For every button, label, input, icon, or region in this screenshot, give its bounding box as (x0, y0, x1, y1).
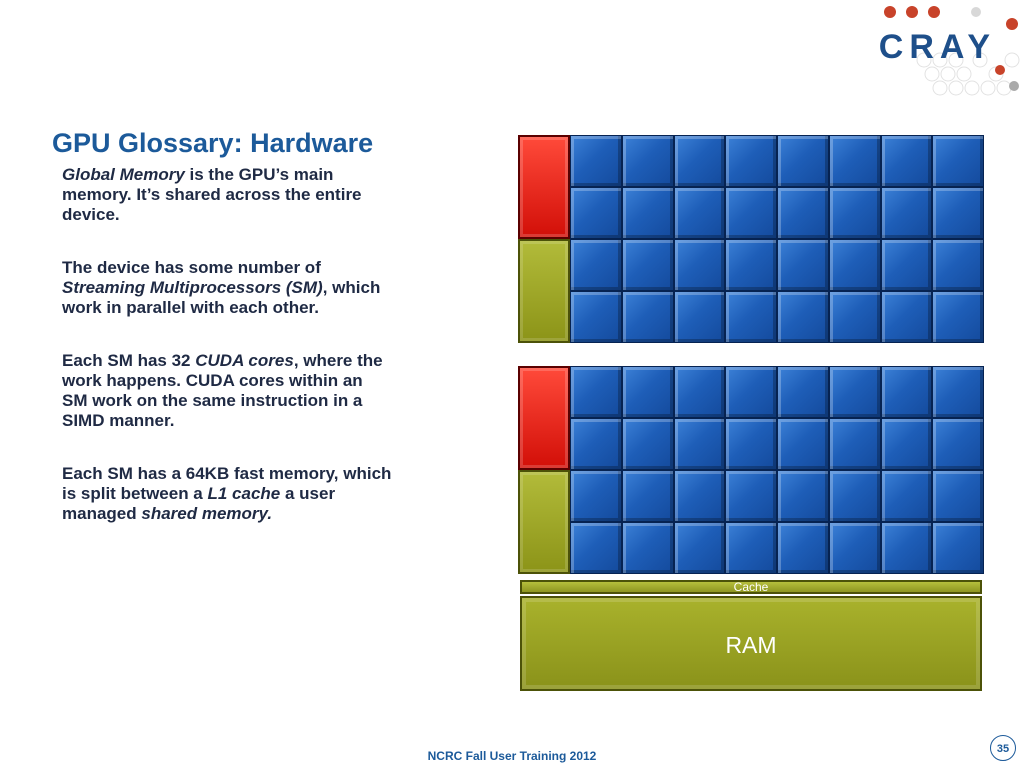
sm-memory-column (518, 135, 570, 343)
cuda-core-grid (570, 366, 984, 574)
cuda-core (828, 239, 881, 291)
cuda-core (932, 135, 984, 187)
cuda-core (777, 135, 829, 187)
cray-logo: CRAY (879, 30, 996, 64)
cuda-core (621, 366, 674, 418)
cuda-core (828, 135, 881, 187)
cuda-core (725, 522, 777, 574)
cuda-core (673, 239, 726, 291)
paragraph-text: is the GPU’s main memory. It’s shared ac… (62, 165, 362, 224)
cuda-core (880, 522, 933, 574)
term-l1-cache: L1 cache (207, 484, 281, 503)
cuda-core (932, 366, 984, 418)
paragraph-cuda-cores: Each SM has 32 CUDA cores, where the wor… (62, 351, 392, 431)
cuda-core (828, 418, 881, 470)
cuda-core (777, 470, 829, 522)
paragraph-text: Each SM has a 64KB fast memory, which is… (62, 464, 392, 503)
cuda-core (828, 187, 881, 239)
cuda-core (673, 418, 726, 470)
cuda-core (828, 366, 881, 418)
cuda-core (777, 366, 829, 418)
l1-cache-block (518, 366, 570, 470)
term-global-memory: Global Memory (62, 165, 185, 184)
cuda-core (673, 522, 726, 574)
slide-title: GPU Glossary: Hardware (52, 128, 374, 158)
cuda-core (777, 291, 829, 343)
ram-block: RAM (520, 596, 982, 691)
shared-memory-block (518, 239, 570, 343)
cuda-core (828, 291, 881, 343)
cuda-core (621, 470, 674, 522)
cuda-core (932, 470, 984, 522)
cuda-core (932, 418, 984, 470)
paragraph-text: Each SM has 32 (62, 351, 196, 370)
cuda-core (725, 418, 777, 470)
paragraph-text: a user managed (62, 484, 336, 523)
cuda-core (725, 470, 777, 522)
slide-body: Global Memory is the GPU’s main memory. … (62, 165, 392, 557)
cuda-core (932, 291, 984, 343)
cuda-core (673, 470, 726, 522)
cuda-core (777, 239, 829, 291)
paragraph-sm: The device has some number of Streaming … (62, 258, 392, 318)
cuda-core (725, 135, 777, 187)
cuda-core (725, 187, 777, 239)
shared-memory-block (518, 470, 570, 574)
cuda-core-grid (570, 135, 984, 343)
cuda-core (828, 522, 881, 574)
cuda-core (777, 418, 829, 470)
cuda-core (880, 291, 933, 343)
sm-memory-column (518, 366, 570, 574)
cuda-core (570, 187, 622, 239)
cuda-core (570, 135, 622, 187)
cuda-core (673, 291, 726, 343)
paragraph-text: , where the work happens. CUDA cores wit… (62, 351, 383, 430)
cray-logo-text: CRAY (878, 28, 996, 66)
cuda-core (880, 187, 933, 239)
cuda-core (932, 187, 984, 239)
cuda-core (880, 470, 933, 522)
cuda-core (673, 187, 726, 239)
sm-block (518, 366, 984, 574)
cuda-core (570, 418, 622, 470)
cuda-core (621, 239, 674, 291)
l1-cache-block (518, 135, 570, 239)
cuda-core (932, 239, 984, 291)
decorative-dots (884, 6, 1020, 96)
cuda-core (570, 239, 622, 291)
term-sm: Streaming Multiprocessors (SM) (62, 278, 323, 297)
cuda-core (777, 522, 829, 574)
cuda-core (777, 187, 829, 239)
cuda-core (673, 135, 726, 187)
cuda-core (621, 418, 674, 470)
paragraph-text: , which work in parallel with each other… (62, 278, 381, 317)
cuda-core (880, 418, 933, 470)
cuda-core (880, 366, 933, 418)
cuda-core (725, 291, 777, 343)
term-shared-memory: shared memory. (141, 504, 273, 523)
paragraph-fast-memory: Each SM has a 64KB fast memory, which is… (62, 464, 392, 524)
cuda-core (725, 366, 777, 418)
cuda-core (880, 239, 933, 291)
cuda-core (621, 522, 674, 574)
footer-text: NCRC Fall User Training 2012 (427, 749, 597, 763)
cuda-core (932, 522, 984, 574)
cuda-core (621, 291, 674, 343)
cuda-core (570, 522, 622, 574)
cuda-core (673, 366, 726, 418)
cuda-core (725, 239, 777, 291)
paragraph-global-memory: Global Memory is the GPU’s main memory. … (62, 165, 392, 225)
cuda-core (570, 366, 622, 418)
term-cuda-cores: CUDA cores (195, 351, 294, 370)
cuda-core (828, 470, 881, 522)
paragraph-text: The device has some number of (62, 258, 321, 277)
page-number: 35 (990, 735, 1016, 761)
cuda-core (880, 135, 933, 187)
sm-block (518, 135, 984, 343)
cuda-core (621, 135, 674, 187)
cache-bar: Cache (520, 580, 982, 594)
cuda-core (621, 187, 674, 239)
cuda-core (570, 291, 622, 343)
cuda-core (570, 470, 622, 522)
